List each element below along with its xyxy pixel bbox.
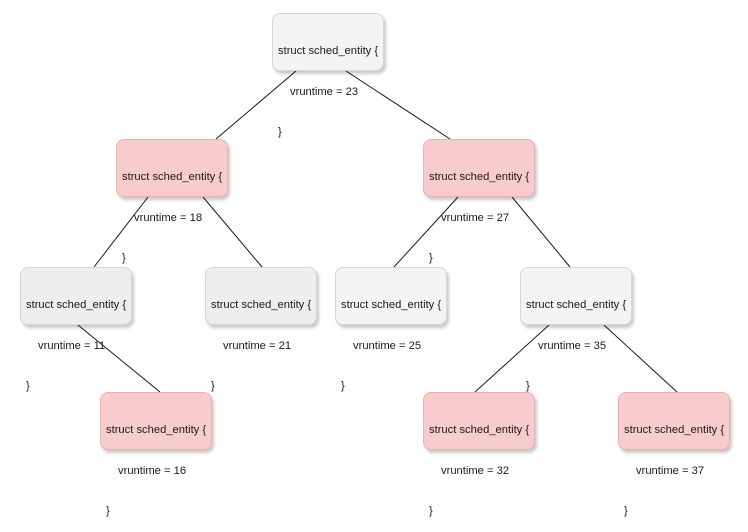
struct-header: struct sched_entity { — [624, 424, 725, 436]
edge-n27-n25 — [393, 196, 459, 268]
vruntime-field: vruntime = 16 — [118, 464, 187, 477]
edge-n27-n35 — [511, 196, 571, 268]
tree-node-16: struct sched_entity { vruntime = 16 } — [100, 392, 212, 517]
tree-node-root: struct sched_entity { vruntime = 23 } — [272, 13, 384, 138]
closing-brace: } — [278, 126, 282, 138]
edge-n18-n21 — [202, 196, 263, 268]
vruntime-field: vruntime = 11 — [38, 339, 106, 352]
vruntime-field: vruntime = 23 — [290, 85, 359, 98]
struct-header: struct sched_entity { — [278, 45, 379, 57]
tree-node-21: struct sched_entity { vruntime = 21 } — [205, 267, 317, 392]
tree-node-27: struct sched_entity { vruntime = 27 } — [423, 139, 535, 264]
vruntime-field: vruntime = 32 — [441, 464, 510, 477]
struct-header: struct sched_entity { — [211, 299, 312, 311]
edge-n11-n16 — [77, 324, 161, 393]
closing-brace: } — [106, 505, 110, 517]
struct-header: struct sched_entity { — [526, 299, 627, 311]
tree-node-25: struct sched_entity { vruntime = 25 } — [335, 267, 447, 392]
closing-brace: } — [211, 380, 215, 392]
vruntime-field: vruntime = 37 — [636, 464, 705, 477]
vruntime-field: vruntime = 27 — [441, 211, 510, 224]
edge-n35-n32 — [474, 324, 550, 393]
struct-header: struct sched_entity { — [429, 424, 530, 436]
vruntime-field: vruntime = 21 — [223, 339, 292, 352]
vruntime-field: vruntime = 35 — [538, 339, 607, 352]
closing-brace: } — [122, 252, 126, 264]
closing-brace: } — [526, 380, 530, 392]
closing-brace: } — [341, 380, 345, 392]
closing-brace: } — [26, 380, 30, 392]
closing-brace: } — [429, 505, 433, 517]
tree-edges — [77, 70, 678, 393]
edge-root-n18 — [215, 70, 297, 140]
closing-brace: } — [429, 252, 433, 264]
edge-n18-n11 — [93, 196, 149, 268]
tree-node-18: struct sched_entity { vruntime = 18 } — [116, 139, 228, 264]
struct-header: struct sched_entity { — [341, 299, 442, 311]
struct-header: struct sched_entity { — [106, 424, 207, 436]
closing-brace: } — [624, 505, 628, 517]
edge-n35-n37 — [603, 324, 678, 393]
tree-node-37: struct sched_entity { vruntime = 37 } — [618, 392, 730, 517]
struct-header: struct sched_entity { — [26, 299, 127, 311]
tree-node-11: struct sched_entity { vruntime = 11 } — [20, 267, 132, 392]
vruntime-field: vruntime = 18 — [134, 211, 203, 224]
tree-node-32: struct sched_entity { vruntime = 32 } — [423, 392, 535, 517]
struct-header: struct sched_entity { — [429, 171, 530, 183]
vruntime-field: vruntime = 25 — [353, 339, 422, 352]
tree-node-35: struct sched_entity { vruntime = 35 } — [520, 267, 632, 392]
edge-root-n27 — [345, 70, 451, 140]
struct-header: struct sched_entity { — [122, 171, 223, 183]
